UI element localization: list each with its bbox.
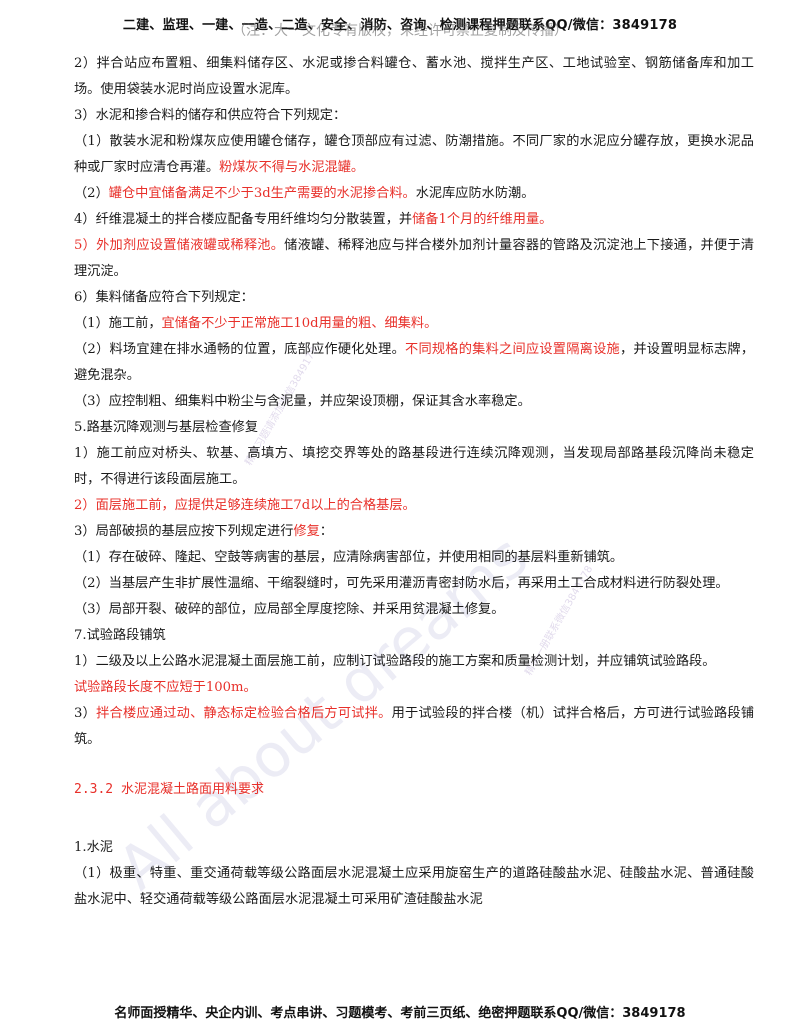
highlight-text: 粉煤灰不得与水泥混罐。	[219, 160, 365, 175]
paragraph: （2）料场宜建在排水通畅的位置，底部应作硬化处理。不同规格的集料之间应设置隔离设…	[74, 337, 754, 389]
text-run: 4）纤维混凝土的拌合楼应配备专用纤维均匀分散装置，并	[74, 212, 413, 227]
highlight-text: 罐仓中宜储备满足不少于3d生产需要的水泥掺合料。	[108, 186, 416, 201]
paragraph: （1）施工前，宜储备不少于正常施工10d用量的粗、细集料。	[74, 311, 754, 337]
text-run: （2）	[74, 186, 109, 201]
heading: 5.路基沉降观测与基层检查修复	[74, 420, 259, 435]
paragraph: （3）应控制粗、细集料中粉尘与含泥量，并应架设顶棚，保证其含水率稳定。	[74, 394, 531, 409]
paragraph: 4）纤维混凝土的拌合楼应配备专用纤维均匀分散装置，并储备1个月的纤维用量。	[74, 207, 754, 233]
copyright-notice: （注：大一文化专有版权，未经许可禁止复制及传播）	[232, 23, 568, 39]
highlight-text: 修复	[293, 524, 320, 539]
paragraph: （2）当基层产生非扩展性温缩、干缩裂缝时，可先采用灌沥青密封防水后，再采用土工合…	[74, 576, 729, 591]
paragraph: 2）面层施工前，应提供足够连续施工7d以上的合格基层。	[74, 493, 754, 519]
highlight-text: 不同规格的集料之间应设置隔离设施	[405, 342, 620, 357]
text-run: 水泥库应防水防潮。	[415, 186, 535, 201]
section-heading: 2.3.2 水泥混凝土路面用料要求	[74, 782, 264, 797]
text-run: （2）料场宜建在排水通畅的位置，底部应作硬化处理。	[74, 342, 406, 357]
text-run: ，并设置明显标志牌，避免混杂。	[74, 342, 755, 383]
paragraph: 5）外加剂应设置储液罐或稀释池。储液罐、稀释池应与拌合楼外加剂计量容器的管路及沉…	[74, 233, 754, 285]
text-run: 2）	[74, 498, 96, 513]
page-header: 二建、监理、一建、一造、二造、安全、消防、咨询、检测课程押题联系QQ/微信：38…	[122, 18, 678, 33]
paragraph: 6）集料储备应符合下列规定：	[74, 290, 254, 305]
paragraph: 1）二级及以上公路水泥混凝土面层施工前，应制订试验路段的施工方案和质量检测计划，…	[74, 649, 754, 701]
paragraph: 3）拌合楼应通过动、静态标定检验合格后方可试拌。用于试验段的拌合楼（机）试拌合格…	[74, 701, 754, 753]
paragraph: （1）极重、特重、重交通荷载等级公路面层水泥混凝土应采用旋窑生产的道路硅酸盐水泥…	[74, 866, 754, 907]
text-run: 1）二级及以上公路水泥混凝土面层施工前，应制订试验路段的施工方案和质量检测计划，…	[74, 654, 716, 669]
highlight-text: 试验路段长度不应短于100m。	[74, 680, 257, 695]
document-body: 2）拌合站应布置粗、细集料储存区、水泥或掺合料罐仓、蓄水池、搅拌生产区、工地试验…	[74, 51, 754, 913]
text-run: ：	[319, 524, 333, 539]
heading: 7.试验路段铺筑	[74, 628, 166, 643]
text-run: 用于试验段的拌合楼（机）试拌合格后，方可进行试验路段铺筑。	[74, 706, 755, 747]
page-footer: 名师面授精华、央企内训、考点串讲、习题模考、考前三页纸、绝密押题联系QQ/微信：…	[114, 1006, 686, 1021]
text-run: （1）散装水泥和粉煤灰应使用罐仓储存，罐仓顶部应有过滤、防潮措施。不同厂家的水泥…	[74, 134, 754, 175]
highlight-text: 面层施工前，应提供足够连续施工7d以上的合格基层。	[95, 498, 416, 513]
paragraph: 3）水泥和掺合料的储存和供应符合下列规定：	[74, 108, 347, 123]
heading: 1.水泥	[74, 840, 113, 855]
paragraph: （1）存在破碎、隆起、空鼓等病害的基层，应清除病害部位，并使用相同的基层料重新铺…	[74, 550, 624, 565]
text-run: 3）	[74, 706, 97, 721]
paragraph: 1）施工前应对桥头、软基、高填方、填挖交界等处的路基段进行连续沉降观测，当发现局…	[74, 446, 754, 487]
text-run: （1）施工前，	[74, 316, 162, 331]
text-run: 储液罐、稀释池应与拌合楼外加剂计量容器的管路及沉淀池上下接通，并便于清理沉淀。	[74, 238, 755, 279]
paragraph: （2）罐仓中宜储备满足不少于3d生产需要的水泥掺合料。水泥库应防水防潮。	[74, 181, 754, 207]
paragraph: 3）局部破损的基层应按下列规定进行修复：	[74, 519, 754, 545]
text-run: 5）	[74, 238, 97, 253]
text-run: 3）局部破损的基层应按下列规定进行	[74, 524, 294, 539]
highlight-text: 宜储备不少于正常施工10d用量的粗、细集料。	[161, 316, 438, 331]
paragraph: （1）散装水泥和粉煤灰应使用罐仓储存，罐仓顶部应有过滤、防潮措施。不同厂家的水泥…	[74, 129, 754, 181]
paragraph: 2）拌合站应布置粗、细集料储存区、水泥或掺合料罐仓、蓄水池、搅拌生产区、工地试验…	[74, 56, 754, 97]
highlight-text: 拌合楼应通过动、静态标定检验合格后方可试拌。	[96, 706, 392, 721]
highlight-text: 外加剂应设置储液罐或稀释池。	[96, 238, 285, 253]
paragraph: （3）局部开裂、破碎的部位，应局部全厚度挖除、并采用贫混凝土修复。	[74, 602, 505, 617]
highlight-text: 储备1个月的纤维用量。	[412, 212, 553, 227]
